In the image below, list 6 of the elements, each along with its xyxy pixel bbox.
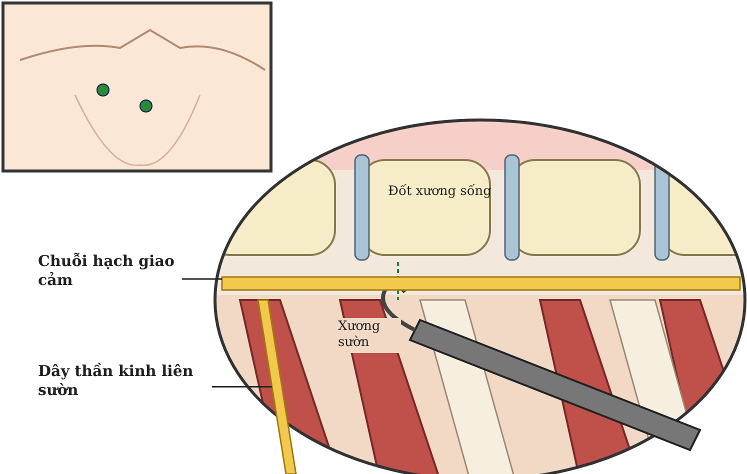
part-label: Xương sườn [335,318,401,352]
leader-line [182,278,222,280]
callout-label: Dây thần kinh liên sườn [38,362,208,400]
nerve-chain [221,276,741,291]
nerve-strand [257,299,297,474]
callout-label: Chuỗi hạch giao cảm [38,252,178,290]
